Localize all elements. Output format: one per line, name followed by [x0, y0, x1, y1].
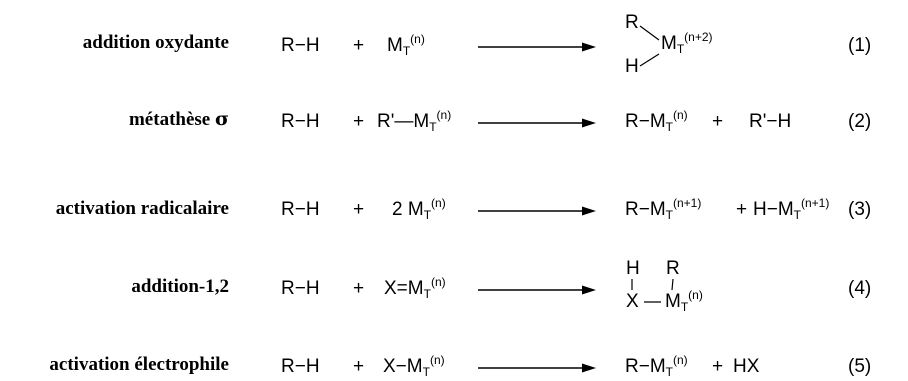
reaction-arrow — [478, 42, 596, 52]
reactant-rh: R−H — [281, 278, 320, 299]
reactant-rh: R−H — [281, 35, 320, 56]
reactant-rh: R−H — [281, 199, 320, 220]
reagent-metal-alkyl: R'—MT(n) — [377, 108, 452, 134]
product-r: R — [625, 12, 639, 33]
reagent-metal: 2 MT(n) — [392, 196, 446, 222]
plus-sign: + — [712, 356, 724, 377]
plus-sign: + — [353, 199, 365, 220]
equation-number: (2) — [848, 111, 872, 132]
plus-sign: + — [712, 111, 724, 132]
product-metal-complex: MT(n+2) — [661, 30, 713, 56]
reaction-label-sigma-metathesis: métathèse σ — [128, 108, 229, 130]
product-metal-alkyl: R−MT(n) — [625, 353, 688, 379]
product-metal-complex: MT(n) — [665, 288, 703, 314]
reagent-metal: MT(n) — [387, 32, 425, 58]
bond-r-metal — [639, 25, 660, 41]
reagent-metal-ligand: X−MT(n) — [383, 353, 445, 379]
reaction-arrow — [478, 285, 596, 295]
plus-sign: + — [353, 35, 365, 56]
product-r: R — [666, 258, 680, 279]
reaction-arrow — [478, 206, 596, 216]
reaction-label-radical-activation: activation radicalaire — [55, 198, 229, 219]
plus-sign: + — [736, 199, 748, 220]
product-metal-hydride: H−MT(n+1) — [753, 196, 830, 222]
equation-number: (4) — [848, 278, 872, 299]
product-metal-alkyl: R−MT(n+1) — [625, 196, 702, 222]
reactant-rh: R−H — [281, 111, 320, 132]
bond-h-metal — [639, 53, 660, 67]
product-acid: HX — [733, 356, 760, 377]
reaction-label-oxidative-addition: addition oxydante — [82, 32, 229, 53]
reaction-label-1-2-addition: addition-1,2 — [131, 276, 229, 297]
equation-number: (5) — [848, 356, 872, 377]
equation-number: (3) — [848, 199, 872, 220]
plus-sign: + — [353, 356, 365, 377]
product-metal-alkyl: R−MT(n) — [625, 108, 688, 134]
bond-r-metal — [671, 278, 674, 291]
plus-sign: + — [353, 278, 365, 299]
plus-sign: + — [353, 111, 365, 132]
product-h: H — [626, 258, 640, 279]
reaction-arrow — [478, 363, 596, 373]
product-h: H — [625, 56, 639, 77]
reaction-arrow — [478, 118, 596, 128]
equation-number: (1) — [848, 35, 872, 56]
reactant-rh: R−H — [281, 356, 320, 377]
reagent-metal-ligand: X=MT(n) — [384, 275, 446, 301]
product-x: X — [626, 291, 639, 312]
product-alkane: R'−H — [749, 111, 792, 132]
reaction-label-electrophilic-activation: activation électrophile — [49, 354, 229, 375]
